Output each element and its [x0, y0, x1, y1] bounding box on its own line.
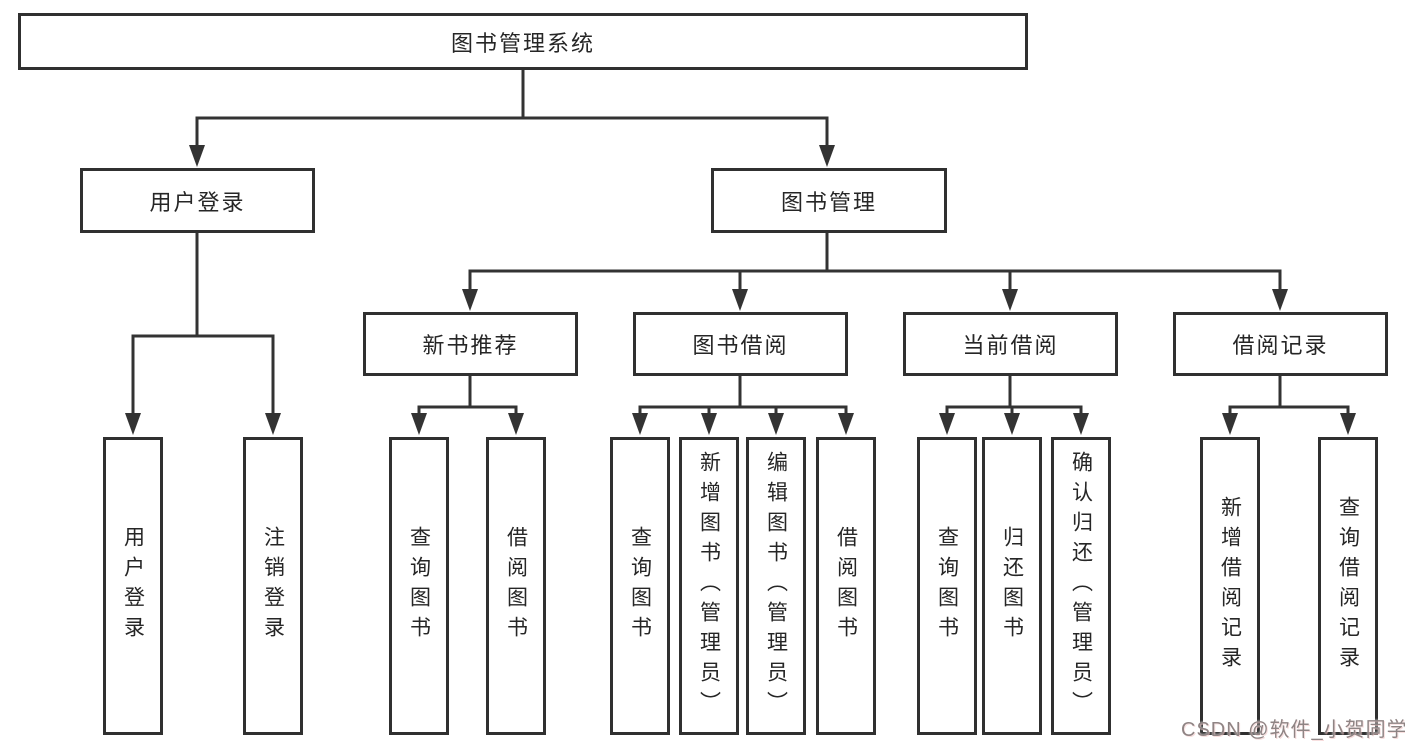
- node-label: 新增借阅记录: [1218, 496, 1242, 676]
- node-label: 新书推荐: [422, 333, 519, 358]
- arrow-down-icon: [265, 413, 281, 435]
- node-label: 注销登录: [261, 526, 285, 646]
- arrow-down-icon: [189, 145, 205, 167]
- leaf-add-borrow-record: 新增借阅记录: [1200, 437, 1260, 735]
- node-label: 当前借阅: [962, 333, 1059, 358]
- node-label: 查询图书: [935, 526, 959, 646]
- node-root: 图书管理系统: [18, 13, 1028, 70]
- arrow-down-icon: [819, 145, 835, 167]
- node-borrowing-records: 借阅记录: [1173, 312, 1388, 376]
- node-label: 归还图书: [1000, 526, 1024, 646]
- csdn-watermark: CSDN @软件_小贺同学: [1181, 719, 1405, 741]
- leaf-query-borrow-record: 查询借阅记录: [1318, 437, 1378, 735]
- leaf-confirm-return-admin: 确认归还（管理员）: [1051, 437, 1111, 735]
- node-label: 图书管理系统: [450, 30, 595, 56]
- arrow-down-icon: [411, 413, 427, 435]
- node-label: 借阅图书: [834, 526, 858, 646]
- connector-current-branch: [945, 405, 1083, 416]
- node-label: 新增图书（管理员）: [697, 451, 721, 721]
- node-label: 借阅记录: [1232, 333, 1329, 358]
- connector-root-branch: [195, 116, 829, 148]
- connector-bookmgmt-branch: [468, 269, 1282, 291]
- leaf-add-book-admin: 新增图书（管理员）: [679, 437, 739, 735]
- connector-userlogin-branch: [131, 334, 275, 414]
- arrow-down-icon: [768, 413, 784, 435]
- arrow-down-icon: [1073, 413, 1089, 435]
- arrow-down-icon: [1002, 289, 1018, 311]
- arrow-down-icon: [462, 289, 478, 311]
- arrow-down-icon: [1272, 289, 1288, 311]
- node-book-borrowing: 图书借阅: [633, 312, 848, 376]
- leaf-query-books-recommend: 查询图书: [389, 437, 449, 735]
- arrow-down-icon: [838, 413, 854, 435]
- node-label: 查询借阅记录: [1336, 496, 1360, 676]
- node-label: 编辑图书（管理员）: [764, 451, 788, 721]
- node-new-book-recommend: 新书推荐: [363, 312, 578, 376]
- node-label: 图书管理: [780, 189, 877, 215]
- arrow-down-icon: [1340, 413, 1356, 435]
- leaf-query-books-borrowing: 查询图书: [610, 437, 670, 735]
- arrow-down-icon: [1222, 413, 1238, 435]
- node-user-login: 用户登录: [80, 168, 315, 233]
- node-current-borrowing: 当前借阅: [903, 312, 1118, 376]
- leaf-query-books-current: 查询图书: [917, 437, 977, 735]
- node-label: 图书借阅: [692, 333, 789, 358]
- connector-borrowing-branch: [638, 405, 848, 416]
- connector-newbook-branch: [417, 405, 518, 416]
- arrow-down-icon: [508, 413, 524, 435]
- node-label: 查询图书: [628, 526, 652, 646]
- node-label: 借阅图书: [504, 526, 528, 646]
- leaf-edit-book-admin: 编辑图书（管理员）: [746, 437, 806, 735]
- arrow-down-icon: [632, 413, 648, 435]
- arrow-down-icon: [732, 289, 748, 311]
- node-label: 用户登录: [149, 189, 246, 215]
- leaf-borrow-books-recommend: 借阅图书: [486, 437, 546, 735]
- arrow-down-icon: [125, 413, 141, 435]
- leaf-return-books: 归还图书: [982, 437, 1042, 735]
- leaf-borrow-books-borrowing: 借阅图书: [816, 437, 876, 735]
- connector-records-branch: [1228, 405, 1350, 416]
- node-label: 用户登录: [121, 526, 145, 646]
- leaf-logout: 注销登录: [243, 437, 303, 735]
- leaf-user-login: 用户登录: [103, 437, 163, 735]
- node-label: 确认归还（管理员）: [1069, 451, 1093, 721]
- arrow-down-icon: [939, 413, 955, 435]
- node-label: 查询图书: [407, 526, 431, 646]
- arrow-down-icon: [1004, 413, 1020, 435]
- arrow-down-icon: [701, 413, 717, 435]
- node-book-management: 图书管理: [711, 168, 947, 233]
